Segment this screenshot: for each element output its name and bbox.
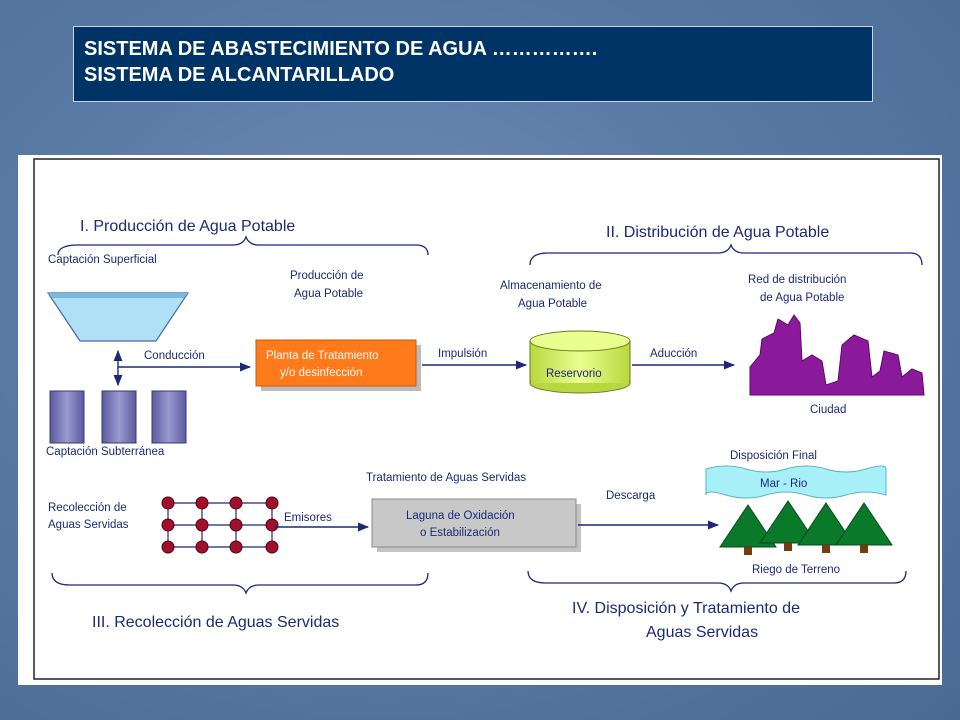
title-line-1: SISTEMA DE ABASTECIMIENTO DE AGUA ……………. bbox=[84, 38, 598, 60]
label-ciudad: Ciudad bbox=[810, 404, 846, 416]
sewer-node bbox=[229, 540, 243, 554]
label-impulsion: Impulsión bbox=[438, 348, 487, 360]
label-laguna-1: Laguna de Oxidación bbox=[406, 510, 515, 522]
reservoir-icon bbox=[529, 330, 631, 394]
section-4-brace bbox=[527, 570, 907, 593]
label-red-1: Red de distribución bbox=[748, 274, 846, 286]
section-4-heading-2: Aguas Servidas bbox=[646, 624, 758, 641]
sea-river-icon bbox=[705, 465, 887, 499]
sewer-nodes bbox=[161, 496, 279, 554]
label-produccion-2: Agua Potable bbox=[294, 288, 363, 300]
sewer-node bbox=[195, 518, 209, 532]
sewer-node bbox=[265, 496, 279, 510]
diagram-panel: I. Producción de Agua Potable II. Distri… bbox=[18, 155, 942, 685]
trees-icon bbox=[719, 500, 893, 555]
sewer-node bbox=[265, 540, 279, 554]
sewer-grid-icon bbox=[167, 502, 273, 548]
section-1-heading: I. Producción de Agua Potable bbox=[80, 218, 295, 235]
label-planta-2: y/o desinfección bbox=[280, 367, 362, 379]
section-1-brace bbox=[57, 235, 429, 256]
label-red-2: de Agua Potable bbox=[760, 292, 844, 304]
label-emisores: Emisores bbox=[284, 512, 332, 524]
sewer-node bbox=[229, 518, 243, 532]
label-recoleccion-1: Recolección de bbox=[48, 502, 127, 514]
label-mar-rio: Mar - Rio bbox=[760, 478, 807, 490]
label-planta-1: Planta de Tratamiento bbox=[266, 350, 379, 362]
surface-intake-rim bbox=[48, 293, 188, 298]
section-3-heading: III. Recolección de Aguas Servidas bbox=[92, 614, 339, 631]
label-conduccion: Conducción bbox=[144, 350, 205, 362]
sewer-node bbox=[161, 540, 175, 554]
label-laguna-2: o Estabilización bbox=[420, 527, 500, 539]
label-captacion-superficial: Captación Superficial bbox=[48, 254, 157, 266]
title-line-2: SISTEMA DE ALCANTARILLADO bbox=[84, 64, 395, 86]
section-2-brace bbox=[529, 243, 923, 266]
sewer-node bbox=[161, 496, 175, 510]
sewer-node bbox=[229, 496, 243, 510]
water-system-diagram: I. Producción de Agua Potable II. Distri… bbox=[33, 158, 940, 680]
sewer-node bbox=[195, 540, 209, 554]
label-riego: Riego de Terreno bbox=[752, 564, 840, 576]
label-tratamiento: Tratamiento de Aguas Servidas bbox=[366, 472, 526, 484]
label-recoleccion-2: Aguas Servidas bbox=[48, 519, 129, 531]
label-produccion-1: Producción de bbox=[290, 270, 364, 282]
label-almacenamiento-1: Almacenamiento de bbox=[500, 280, 602, 292]
label-reservorio: Reservorio bbox=[546, 368, 602, 380]
section-4-heading-1: IV. Disposición y Tratamiento de bbox=[572, 600, 800, 617]
treatment-plant-box bbox=[255, 339, 417, 387]
label-captacion-subterranea: Captación Subterránea bbox=[46, 446, 165, 458]
section-3-brace bbox=[51, 572, 429, 595]
sewer-node bbox=[265, 518, 279, 532]
label-aduccion: Aducción bbox=[650, 348, 697, 360]
sewer-node bbox=[195, 496, 209, 510]
label-almacenamiento-2: Agua Potable bbox=[518, 298, 587, 310]
label-disposicion-final: Disposición Final bbox=[730, 450, 817, 462]
city-skyline-icon bbox=[749, 314, 925, 396]
title-box: SISTEMA DE ABASTECIMIENTO DE AGUA …………….… bbox=[73, 26, 873, 102]
lagoon-box bbox=[371, 498, 577, 548]
section-2-heading: II. Distribución de Agua Potable bbox=[606, 224, 829, 241]
sewer-node bbox=[161, 518, 175, 532]
label-descarga: Descarga bbox=[606, 490, 656, 502]
groundwater-tanks-icon bbox=[49, 390, 187, 444]
